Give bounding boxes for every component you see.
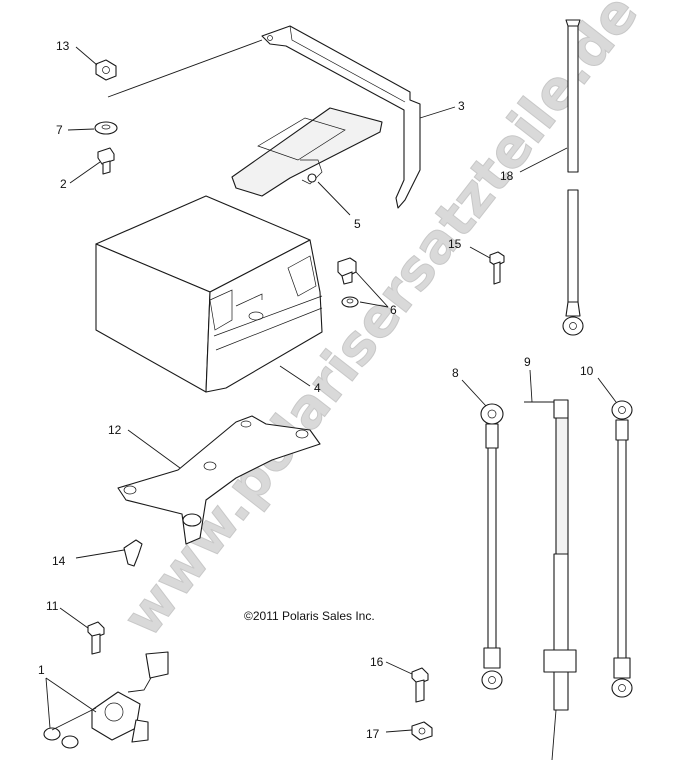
part-4-battery[interactable]	[95, 195, 323, 393]
callout-18: 18	[500, 169, 514, 183]
callout-9: 9	[524, 355, 531, 369]
part-9-harness[interactable]	[524, 399, 577, 761]
callout-3: 3	[458, 99, 465, 113]
callout-2: 2	[60, 177, 67, 191]
callout-1: 1	[38, 663, 45, 677]
callout-15: 15	[448, 237, 462, 251]
callout-17: 17	[366, 727, 380, 741]
copyright-text: ©2011 Polaris Sales Inc.	[244, 609, 375, 623]
callout-13: 13	[56, 39, 70, 53]
callout-10: 10	[580, 364, 594, 378]
callout-16: 16	[370, 655, 384, 669]
part-17-nut[interactable]	[411, 721, 433, 741]
part-2-bolt[interactable]	[97, 147, 115, 175]
part-1-starter-solenoid[interactable]	[43, 651, 169, 749]
callout-11: 11	[46, 599, 59, 613]
callout-6: 6	[390, 303, 397, 317]
part-11-bolt[interactable]	[87, 621, 105, 655]
part-3-battery-strap-bracket[interactable]	[107, 25, 421, 209]
callout-14: 14	[52, 554, 66, 568]
callout-12: 12	[108, 423, 122, 437]
part-8-cable[interactable]	[480, 403, 504, 690]
part-15-bolt[interactable]	[489, 251, 505, 285]
part-12-battery-tray-bracket[interactable]	[117, 415, 321, 545]
part-16-bolt[interactable]	[411, 667, 429, 703]
callout-4: 4	[314, 381, 321, 395]
part-6-bolt-and-washer[interactable]	[337, 257, 359, 308]
part-13-nut[interactable]	[95, 59, 117, 81]
callout-5: 5	[354, 217, 361, 231]
leader-lines	[45, 46, 617, 733]
callout-8: 8	[452, 366, 459, 380]
callouts: 13 7 2 3 5 4 6 15 18 8 9 10 12 14 11 1 1…	[38, 39, 594, 741]
part-7-washer[interactable]	[94, 121, 118, 135]
part-14-push-rivet[interactable]	[123, 539, 143, 567]
callout-7: 7	[56, 123, 63, 137]
part-18-cable[interactable]	[562, 19, 584, 336]
part-5-hold-down-plate[interactable]	[231, 107, 383, 197]
part-10-cable[interactable]	[611, 400, 633, 698]
